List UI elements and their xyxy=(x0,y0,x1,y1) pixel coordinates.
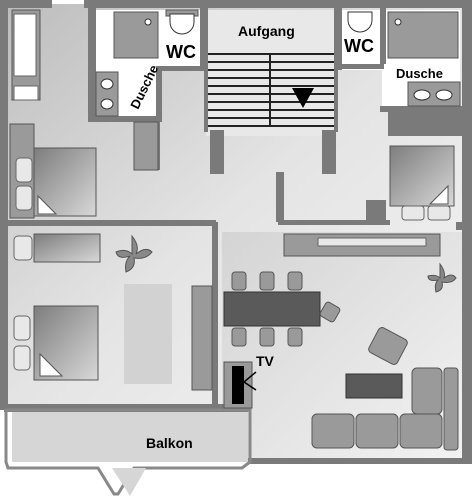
wall-bath-left-v xyxy=(88,0,96,120)
tv-signal-icon xyxy=(242,371,257,391)
balcony-floor xyxy=(12,410,248,462)
wall-wc-right-v xyxy=(334,0,342,70)
plant-right-icon xyxy=(427,262,457,293)
bench-bedroom2 xyxy=(33,233,101,263)
bed-bedroom2-blanket-fold xyxy=(39,352,64,377)
wc-left-label: WC xyxy=(166,42,196,62)
sofa-back xyxy=(443,367,459,451)
wall-mid-h-left xyxy=(168,220,216,226)
balcony-label: Balkon xyxy=(146,435,193,451)
wall-outer-right xyxy=(462,0,472,462)
wall-outer-left xyxy=(0,0,8,410)
sink-left-basin-icon xyxy=(100,78,114,90)
shower-right-drain-icon xyxy=(394,18,402,26)
bed-bedroom3-blanket-fold xyxy=(428,184,449,205)
wc-right-label: WC xyxy=(344,36,374,56)
wardrobe-bedroom2 xyxy=(191,285,213,391)
wall-bath-left-right xyxy=(156,66,162,122)
wall-balcony-sep xyxy=(4,404,248,412)
stairs-treads xyxy=(208,53,334,127)
shower-left-drain-icon xyxy=(144,18,152,26)
wall-right-bedroom-door xyxy=(366,200,386,222)
wall-mid-h-right xyxy=(278,220,390,225)
chair-top-3 xyxy=(287,271,303,291)
wall-right-bedroom-bottom xyxy=(456,222,466,230)
chair-bottom-2 xyxy=(259,327,275,347)
stair-landing-post-right xyxy=(322,130,336,174)
shower-right-label: Dusche xyxy=(396,66,443,81)
wall-center-v xyxy=(212,222,218,408)
bed-bedroom2-pillow-1 xyxy=(13,315,31,341)
wall-outer-top-mid xyxy=(84,0,472,8)
sink-left-basin2-icon xyxy=(100,98,114,110)
armchair xyxy=(368,327,408,365)
wall-outer-bottom xyxy=(248,458,472,464)
wall-outer-top-left xyxy=(0,0,52,8)
rug-bedroom2 xyxy=(124,284,172,384)
coffee-table xyxy=(345,373,403,399)
wall-bedroom-divider xyxy=(8,220,168,226)
sofa xyxy=(311,367,459,451)
bed-bedroom3-pillow-2 xyxy=(427,205,451,221)
chair-top-2 xyxy=(259,271,275,291)
wall-bath-right-bottom xyxy=(380,106,464,112)
chair-top-1 xyxy=(231,271,247,291)
sofa-seat-3 xyxy=(399,413,443,449)
bed-bedroom1-pillow-1 xyxy=(15,157,33,183)
sink-right-basin2-icon xyxy=(435,89,453,101)
plant-left-icon xyxy=(115,234,153,273)
cabinet-top-left xyxy=(13,85,39,101)
desk-bedroom1 xyxy=(133,121,159,171)
chair-bottom-1 xyxy=(231,327,247,347)
wardrobe-top-left-inner xyxy=(13,13,37,77)
sofa-seat-1 xyxy=(311,413,355,449)
chair-end xyxy=(319,301,341,323)
chair-bottom-3 xyxy=(287,327,303,347)
bed-bedroom2-pillow-2 xyxy=(13,345,31,371)
wall-mid-post xyxy=(276,172,284,222)
balcony-outline xyxy=(4,408,252,496)
dining-table xyxy=(223,291,321,327)
wall-bath-right-v xyxy=(380,0,386,64)
kitchen-counter-inner xyxy=(317,237,427,247)
bed-bedroom1-blanket-fold xyxy=(37,194,58,215)
shower-left-tray xyxy=(113,11,159,59)
stairs-label: Aufgang xyxy=(238,23,295,39)
wall-stair-left xyxy=(204,40,208,132)
wall-wc-left-v xyxy=(200,0,208,70)
stairs-direction-arrow-icon xyxy=(292,88,314,108)
sink-right-basin-icon xyxy=(413,89,431,101)
wall-wc-right-bottom xyxy=(334,64,384,69)
balcony-bay xyxy=(112,468,146,496)
sofa-seat-2 xyxy=(355,413,399,449)
tv-label: TV xyxy=(256,353,275,369)
wall-bath-left-bottom xyxy=(88,116,160,122)
wc-right-toilet-icon xyxy=(347,11,373,33)
wall-wc-left-bottom xyxy=(156,66,206,71)
sofa-corner xyxy=(411,367,443,415)
wall-right-bedroom-h xyxy=(388,112,464,136)
wc-left-toilet-icon xyxy=(169,13,195,35)
bed-bedroom1-pillow-2 xyxy=(15,185,33,211)
tv-screen xyxy=(232,366,244,404)
bed-bedroom3-pillow-1 xyxy=(401,205,425,221)
stair-landing-post xyxy=(210,130,224,174)
bench-bedroom2-pillow xyxy=(13,235,33,261)
wall-stair-right xyxy=(334,40,338,132)
